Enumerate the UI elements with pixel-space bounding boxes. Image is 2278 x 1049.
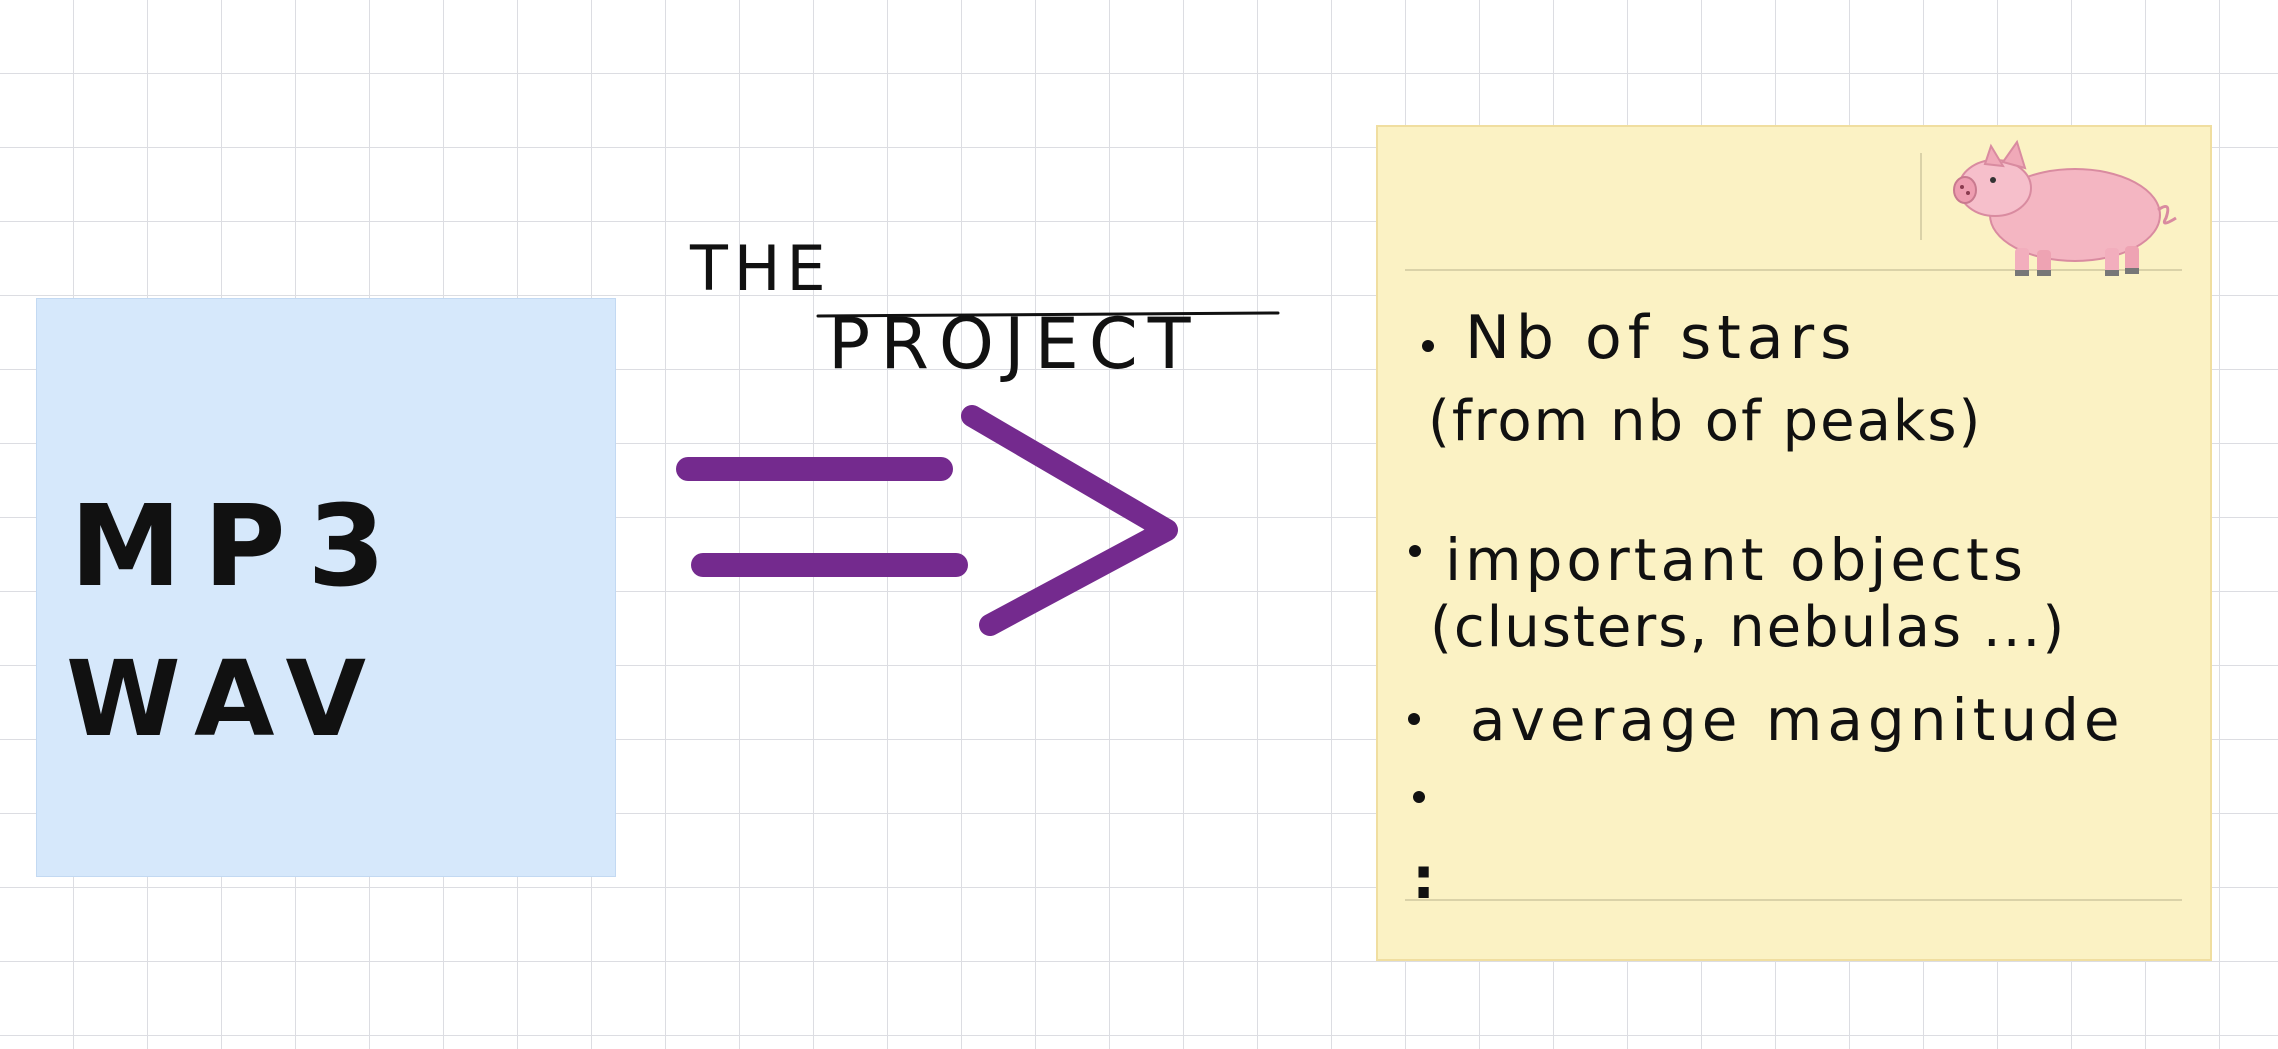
double-arrow-right-icon[interactable]: [676, 405, 1178, 636]
title-the: THE: [689, 232, 832, 305]
list-item-1-sub: (from nb of peaks): [1428, 389, 1982, 454]
list-item-3: average magnitude: [1470, 686, 2125, 754]
bullet-dot: [1422, 340, 1434, 352]
blue-sticky-note[interactable]: [36, 298, 616, 877]
list-item-1: Nb of stars: [1465, 303, 1857, 373]
yellow-sticky-note[interactable]: [1376, 125, 2212, 961]
mp3-label: MP3: [70, 482, 407, 612]
list-item-2-sub: (clusters, nebulas ...): [1430, 595, 2066, 660]
bullet-dot: [1408, 713, 1420, 725]
pig-icon: [1953, 139, 2177, 276]
blue-sticky-text: MP3 WAV: [66, 482, 407, 760]
bullet-dot: [1413, 791, 1425, 803]
title-underline: [816, 311, 1280, 318]
project-title: THE PROJECT: [689, 232, 1280, 385]
bullet-dot: [1409, 545, 1421, 557]
list-item-5: :: [1412, 844, 1435, 912]
bullet-list: Nb of stars (from nb of peaks) important…: [1408, 303, 2125, 912]
wav-label: WAV: [66, 638, 384, 760]
list-item-2: important objects: [1445, 526, 2027, 594]
